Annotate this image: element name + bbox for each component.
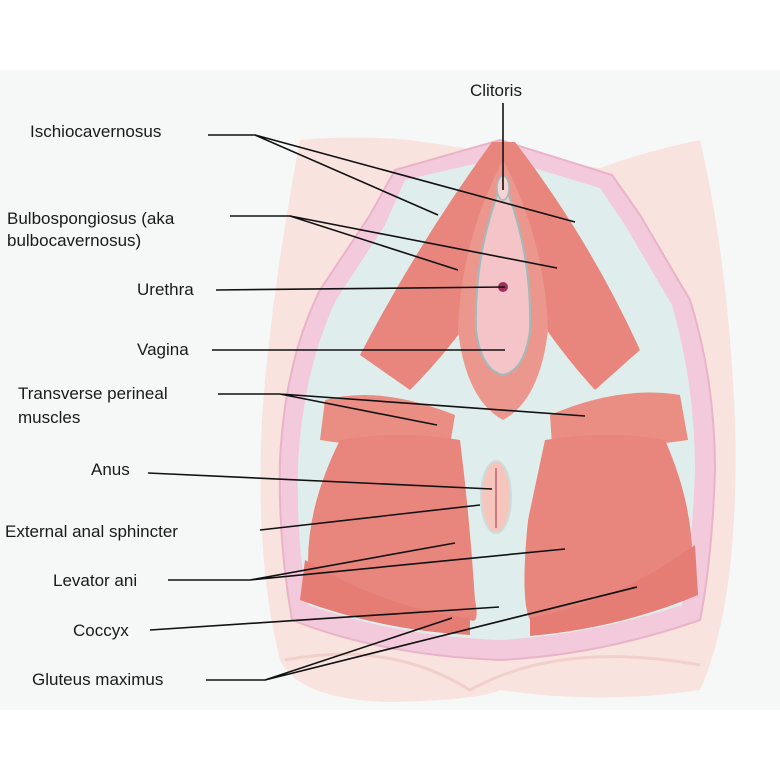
leader-anus bbox=[147, 472, 493, 490]
label-clitoris: Clitoris bbox=[470, 81, 522, 100]
label-anus: Anus bbox=[91, 460, 130, 479]
label-external-anal-sphincter: External anal sphincter bbox=[5, 522, 178, 541]
gluteus-maximus-right bbox=[530, 545, 698, 636]
label-bulbospongiosus-2: bulbocavernosus) bbox=[7, 231, 142, 250]
label-vagina: Vagina bbox=[137, 340, 189, 359]
levator-ani-left bbox=[308, 435, 477, 621]
transverse-perineal-right bbox=[550, 392, 688, 447]
label-transverse-1: Transverse perineal bbox=[18, 384, 168, 403]
leader-coccyx bbox=[149, 606, 500, 631]
leader-external-anal-sphincter bbox=[259, 504, 481, 531]
levator-ani-right bbox=[524, 435, 693, 620]
label-levator-ani: Levator ani bbox=[53, 571, 138, 590]
gluteus-maximus-left bbox=[300, 560, 470, 635]
leader-levator-ani bbox=[168, 542, 566, 581]
label-transverse-2: muscles bbox=[18, 408, 81, 427]
label-ischiocavernosus: Ischiocavernosus bbox=[30, 122, 162, 141]
leader-bulbospongiosus bbox=[230, 215, 558, 271]
leader-lines bbox=[147, 103, 638, 681]
leader-gluteus-maximus bbox=[206, 586, 638, 681]
label-urethra: Urethra bbox=[137, 280, 194, 299]
label-gluteus-maximus: Gluteus maximus bbox=[32, 670, 164, 689]
leader-transverse bbox=[218, 393, 586, 426]
label-coccyx: Coccyx bbox=[73, 621, 129, 640]
label-bulbospongiosus-1: Bulbospongiosus (aka bbox=[7, 209, 175, 228]
gluteal-fold bbox=[284, 652, 701, 692]
leader-ischiocavernosus bbox=[208, 134, 576, 223]
leader-urethra bbox=[215, 286, 506, 291]
